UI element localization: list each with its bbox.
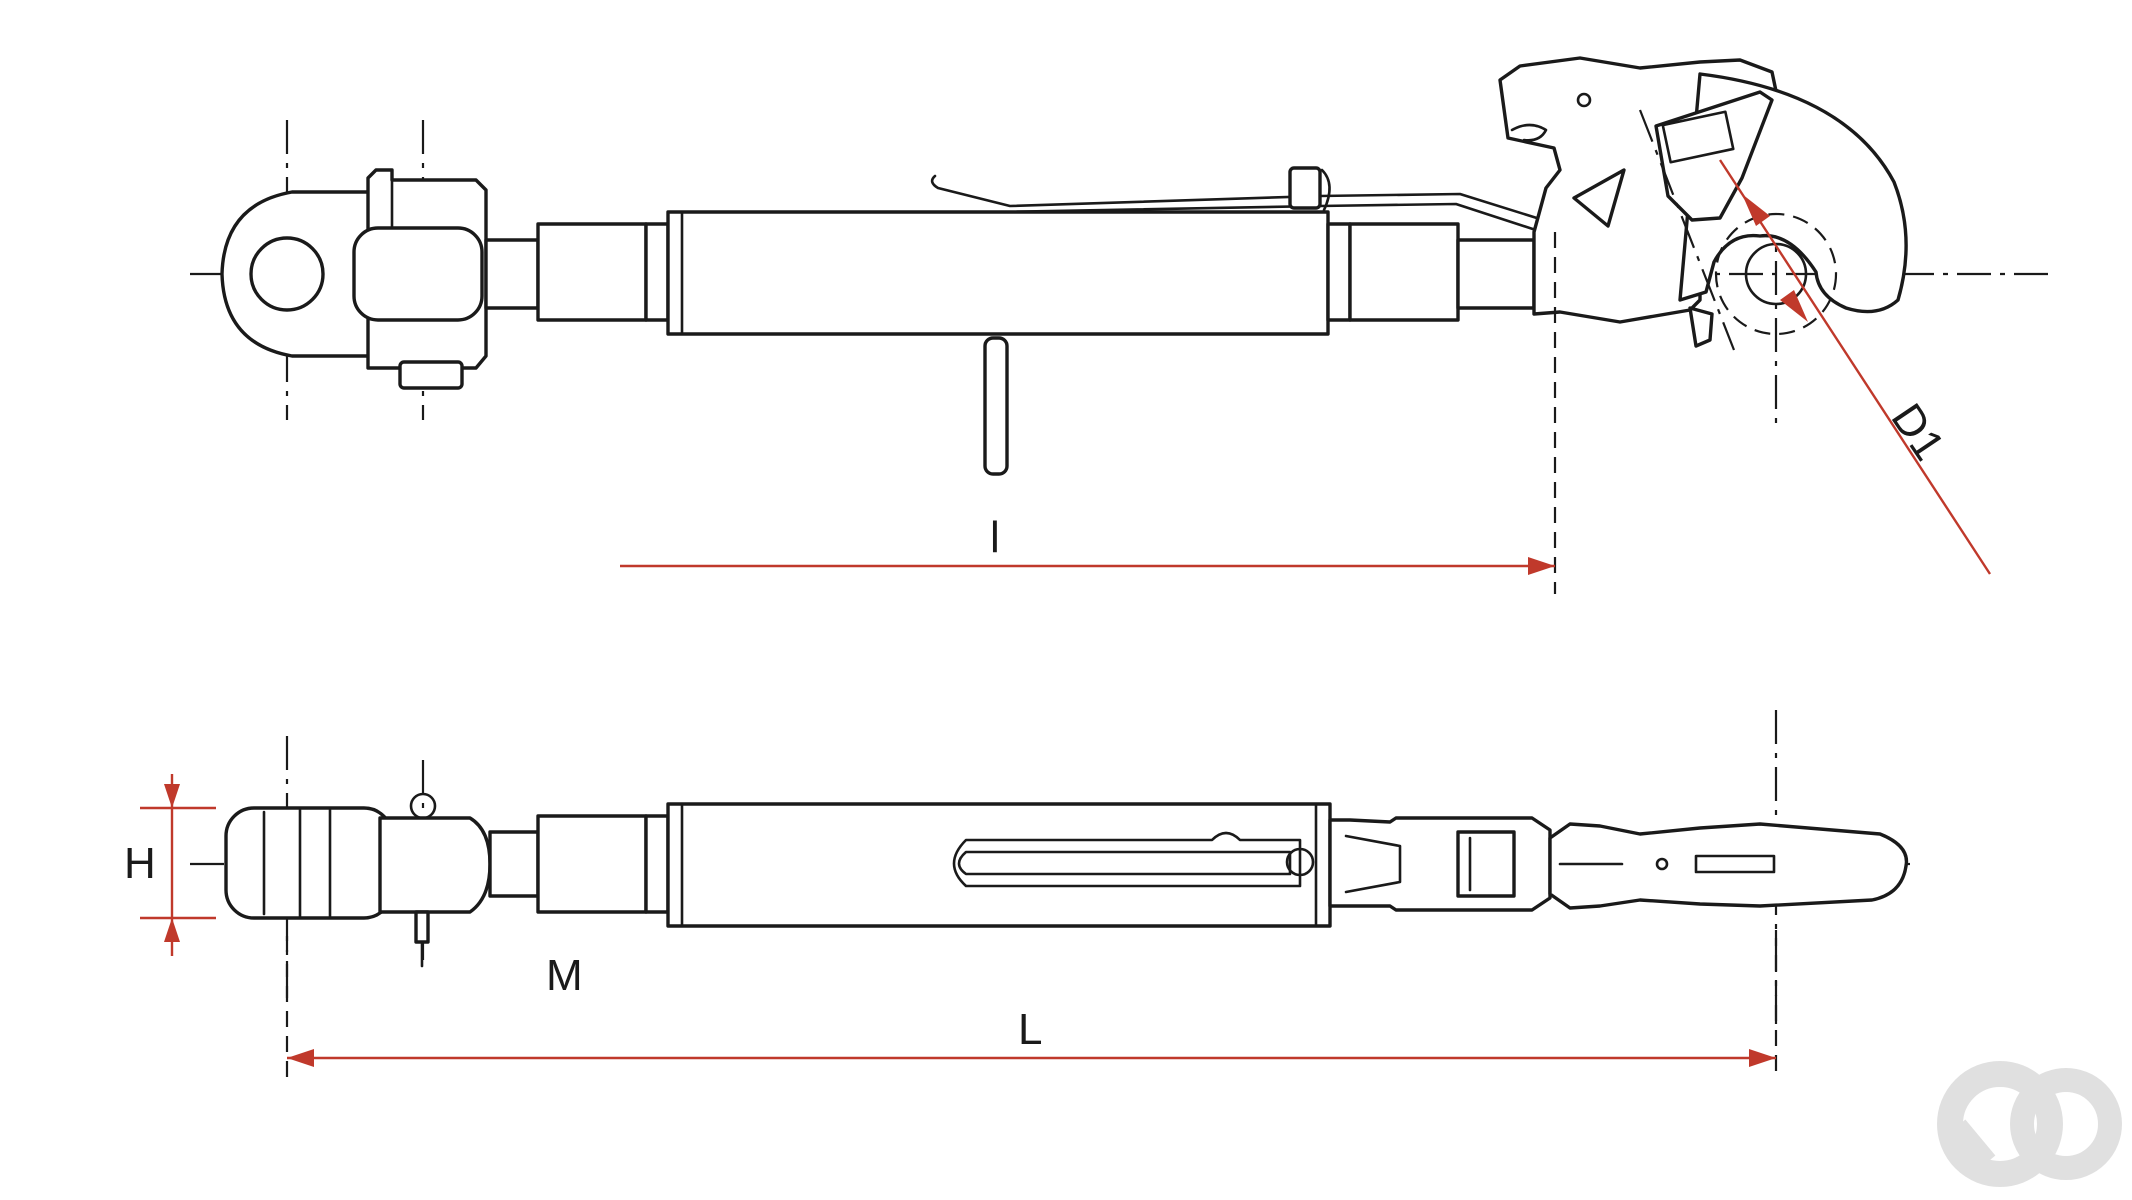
- big-l-arrow-right: [1749, 1049, 1776, 1067]
- clevis-pin-block: [352, 226, 484, 322]
- plan-clevis-pin-head: [409, 792, 437, 820]
- coupling-pin-circle: [1714, 212, 1838, 336]
- hook-latch-plate: [1654, 90, 1774, 222]
- lever-clip-loop: [1320, 168, 1331, 212]
- latch-lever-wire-lower: [998, 202, 1550, 236]
- tube-slot: [952, 831, 1302, 888]
- plan-latch-box: [1456, 830, 1516, 898]
- plan-rear-threaded-rod: [488, 830, 540, 898]
- d1-arrow-head-upper: [1742, 194, 1770, 226]
- l-label: l: [990, 513, 1000, 562]
- plan-front-fork: [1328, 816, 1552, 912]
- h-label: H: [124, 839, 156, 888]
- tube-slot-inner: [957, 850, 1292, 876]
- eye-hole: [249, 236, 325, 312]
- adjustment-handle: [983, 336, 1009, 476]
- front-threaded-rod: [1456, 238, 1536, 310]
- rear-threaded-rod: [484, 238, 540, 310]
- main-body-tube: [666, 210, 1330, 336]
- d1-dimension-line: [1718, 159, 1992, 575]
- plan-clevis: [378, 816, 492, 914]
- lever-clip: [1288, 166, 1322, 210]
- latch-window: [1661, 110, 1735, 164]
- latch-lever-wire: [930, 174, 1558, 226]
- hook-skew-centerline: [1638, 109, 1736, 351]
- d1-arrow-head-lower: [1780, 290, 1808, 322]
- front-collar: [1326, 222, 1352, 322]
- hook-spring-eye: [1510, 123, 1548, 142]
- plan-main-body-tube: [666, 802, 1332, 928]
- release-indicator: [1572, 168, 1626, 228]
- plan-clevis-lock-tab: [414, 910, 430, 944]
- plan-rear-lock-nut: [536, 814, 648, 914]
- d1-label: D1: [1882, 395, 1954, 469]
- m-label: M: [546, 951, 583, 1000]
- big-l-label: L: [1018, 1005, 1042, 1054]
- rear-lock-nut: [536, 222, 648, 322]
- h-arrow-bottom: [164, 918, 180, 942]
- plan-hook-slot: [1694, 854, 1776, 874]
- plan-hook-hole: [1655, 857, 1669, 871]
- plan-rear-collar: [644, 814, 670, 914]
- h-arrow-top: [164, 784, 180, 808]
- hook-trigger-tab: [1688, 306, 1714, 348]
- hook-pivot-pin: [1576, 92, 1592, 108]
- big-l-arrow-left: [287, 1049, 314, 1067]
- slot-stop-pin: [1285, 847, 1315, 877]
- l-arrow-head: [1528, 557, 1555, 575]
- top-link-side-view: D1 l: [190, 56, 2050, 594]
- plan-fork-inner: [1344, 834, 1402, 894]
- rear-collar: [644, 222, 670, 322]
- logo-icon: [1937, 1061, 2122, 1187]
- plan-hook-tongue: [1548, 822, 1909, 910]
- top-link-plan-view: H M L: [124, 710, 1910, 1080]
- plan-eye-end: [224, 806, 394, 920]
- clevis-bolt-nut: [398, 360, 464, 390]
- front-lock-nut: [1348, 222, 1460, 322]
